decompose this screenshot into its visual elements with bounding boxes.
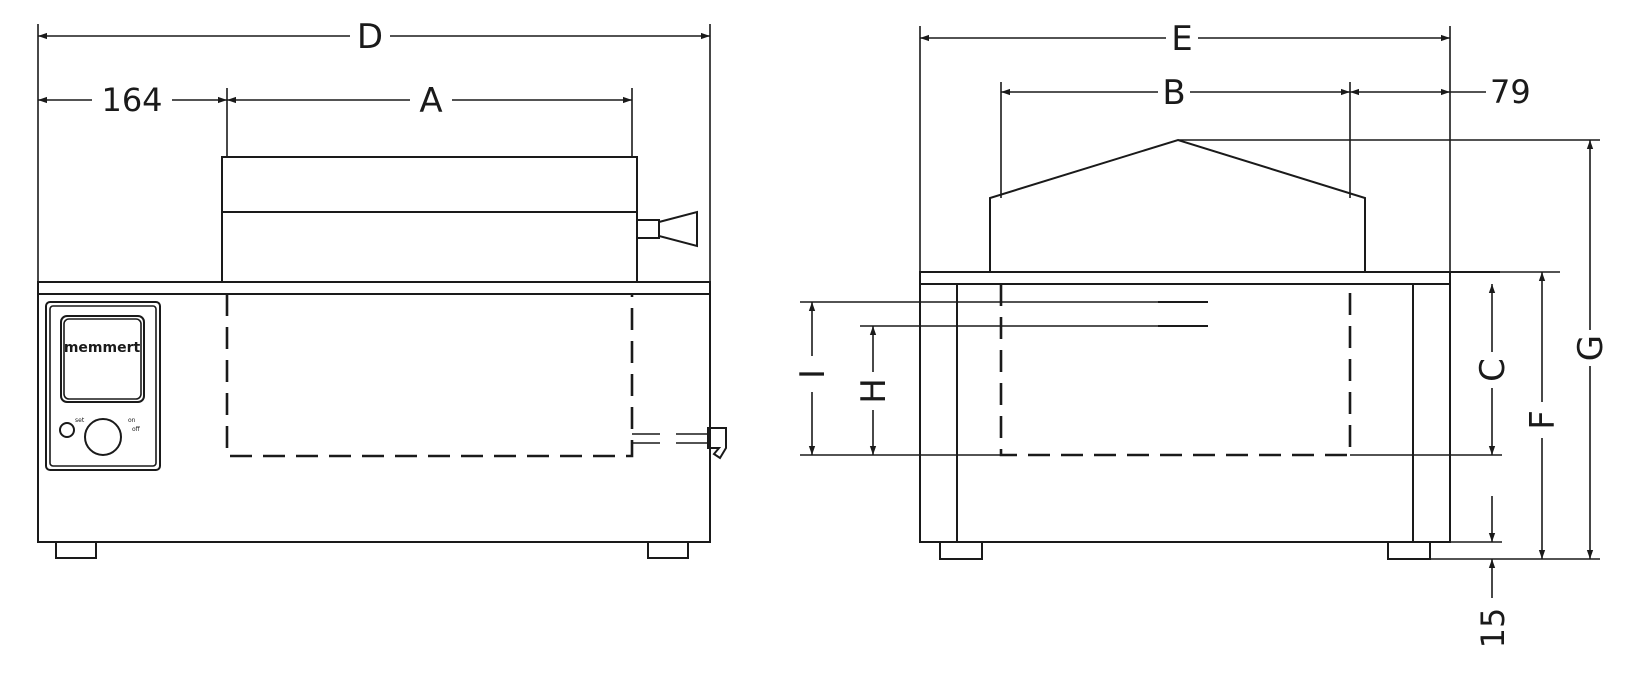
dim-label-79: 79 — [1490, 73, 1531, 111]
side-inner-bath — [999, 284, 1352, 457]
set-button[interactable] — [59, 422, 75, 438]
dim-label-d: D — [357, 17, 383, 57]
front-foot-left — [55, 541, 97, 559]
dim-label-h: H — [854, 378, 894, 404]
dim-label-164: 164 — [101, 81, 162, 119]
on-label: on — [128, 417, 136, 424]
side-foot-right — [1387, 541, 1431, 560]
dim-label-b: B — [1162, 73, 1185, 113]
control-panel: memmert set on off — [45, 301, 161, 471]
control-knob[interactable] — [84, 418, 122, 456]
side-foot-left — [939, 541, 983, 560]
dim-label-i: I — [793, 369, 833, 379]
lid-handle — [636, 210, 698, 248]
drain-tap — [632, 427, 727, 460]
dim-label-15: 15 — [1474, 608, 1512, 649]
dim-label-a: A — [419, 81, 442, 121]
front-view: memmert set on off D 164 A — [37, 17, 727, 559]
dim-label-e: E — [1171, 19, 1192, 59]
dim-label-f: F — [1523, 410, 1563, 430]
dim-label-g: G — [1571, 335, 1611, 361]
dim-label-c: C — [1473, 358, 1513, 382]
brand-logo: memmert — [64, 340, 141, 356]
display-window — [60, 315, 145, 403]
set-label: set — [75, 417, 85, 424]
side-body — [919, 271, 1451, 543]
side-view: E B 79 I H C 15 F G — [793, 19, 1611, 648]
off-label: off — [132, 426, 141, 433]
front-inner-bath — [225, 294, 634, 458]
front-lid — [221, 156, 638, 283]
side-lid — [989, 138, 1366, 272]
front-body — [37, 281, 711, 543]
front-foot-right — [647, 541, 689, 559]
